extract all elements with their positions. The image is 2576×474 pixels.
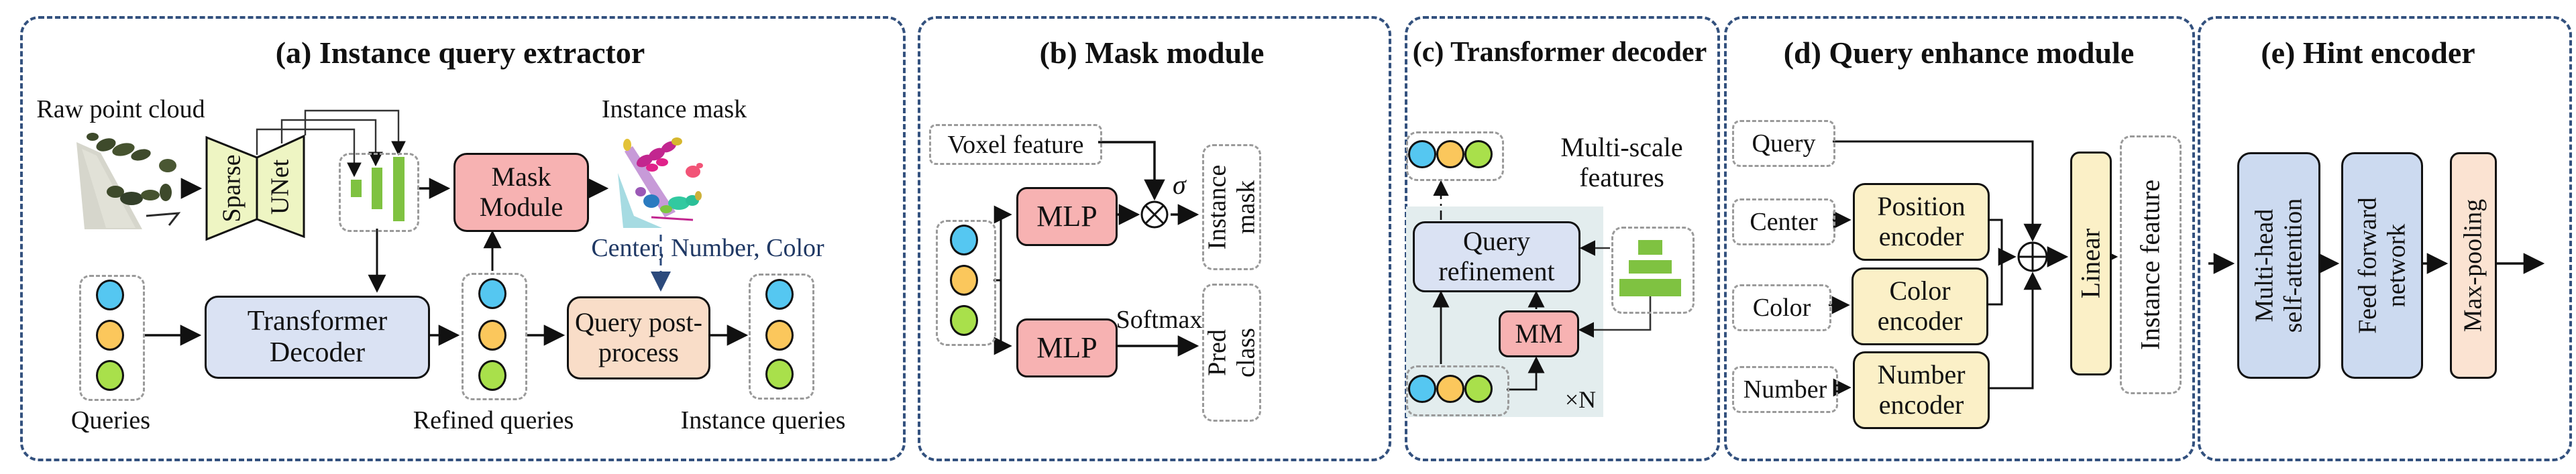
panel-b-title: (b) Mask module [1039, 36, 1265, 70]
panel-a [20, 16, 906, 461]
b-query-circle-green [950, 305, 978, 336]
query-circle-orange [96, 320, 124, 351]
sigma-symbol: σ [1173, 170, 1186, 200]
linear-node: Linear [2070, 152, 2112, 375]
softmax-label: Softmax [1116, 306, 1203, 334]
multi-scale-features-label: Multi-scale features [1560, 132, 1683, 192]
instance-queries-label: Instance queries [680, 406, 846, 434]
b-queries-box [936, 220, 996, 346]
query-circle-green [96, 360, 124, 391]
voxel-feature-box: Voxel feature [929, 124, 1102, 165]
refined-queries-box [462, 273, 527, 400]
instance-feature-box: Instance feature [2120, 135, 2182, 394]
pred-class-box: Pred class [1202, 284, 1261, 422]
c-output-circle-blue [1408, 140, 1436, 168]
panel-d [1724, 16, 2195, 461]
mask-module-node: Mask Module [453, 153, 589, 232]
ffn-node: Feed forward network [2341, 152, 2423, 379]
b-instance-mask-box: Instance mask [1202, 144, 1261, 270]
instance-queries-box [749, 274, 814, 400]
d-color-box: Color [1732, 284, 1831, 331]
linear-text: Linear [2075, 228, 2106, 299]
mlp-top-node: MLP [1016, 187, 1118, 246]
mm-node: MM [1499, 310, 1579, 357]
sparse-label: Sparse [208, 138, 256, 239]
d-query-box: Query [1732, 120, 1835, 167]
panel-e [2198, 16, 2572, 461]
pred-class-text: Pred class [1203, 328, 1260, 377]
multi-scale-bars-box [339, 153, 419, 232]
unet-label: UNet [258, 138, 303, 236]
panel-a-title: (a) Instance query extractor [275, 36, 645, 70]
sparse-label-text: Sparse [217, 154, 246, 223]
d-number-box: Number [1732, 366, 1838, 413]
pyramid-features-box [1611, 227, 1695, 314]
position-encoder-node: Position encoder [1853, 183, 1990, 261]
mhsa-text: Multi-head self-attention [2250, 198, 2307, 333]
raw-point-cloud-label: Raw point cloud [36, 95, 205, 123]
panel-b [918, 16, 1391, 461]
b-instance-mask-text: Instance mask [1203, 164, 1260, 250]
refined-circle-blue [478, 278, 506, 309]
query-post-process-node: Query post- process [567, 296, 710, 379]
c-output-circle-green [1464, 140, 1493, 168]
panel-c-title: (c) Transformer decoder [1412, 37, 1707, 68]
refined-circle-orange [478, 320, 506, 351]
transformer-decoder-node: Transformer Decoder [205, 296, 430, 379]
queries-box [79, 275, 145, 401]
panel-d-title: (d) Query enhance module [1783, 36, 2135, 70]
instance-mask-label: Instance mask [601, 95, 747, 123]
b-query-circle-blue [950, 225, 978, 255]
panel-e-title: (e) Hint encoder [2261, 36, 2475, 70]
mhsa-node: Multi-head self-attention [2237, 152, 2320, 379]
ffn-text: Feed forward network [2353, 197, 2410, 334]
mlp-bottom-node: MLP [1016, 318, 1118, 377]
query-circle-blue [96, 280, 124, 310]
instance-circle-green [765, 359, 794, 390]
max-pooling-node: Max-pooling [2450, 152, 2497, 379]
instance-feature-text: Instance feature [2135, 179, 2165, 351]
max-pooling-text: Max-pooling [2459, 198, 2487, 333]
color-encoder-node: Color encoder [1851, 268, 1988, 345]
repeat-label: ×N [1564, 386, 1597, 413]
unet-label-text: UNet [266, 159, 294, 215]
number-encoder-node: Number encoder [1853, 351, 1990, 429]
b-query-circle-orange [950, 265, 978, 296]
c-output-circle-orange [1436, 140, 1464, 168]
c-input-circle-green [1464, 375, 1493, 403]
attributes-label: Center, Number, Color [591, 234, 824, 262]
refined-circle-green [478, 360, 506, 391]
query-refinement-node: Query refinement [1413, 221, 1580, 292]
c-input-queries-box [1406, 365, 1509, 416]
queries-label: Queries [70, 406, 151, 434]
d-center-box: Center [1732, 198, 1835, 245]
c-input-circle-orange [1436, 375, 1464, 403]
c-input-circle-blue [1408, 375, 1436, 403]
instance-circle-blue [765, 279, 794, 310]
c-output-queries-box [1406, 131, 1504, 181]
instance-circle-orange [765, 320, 794, 351]
refined-queries-label: Refined queries [413, 406, 574, 434]
